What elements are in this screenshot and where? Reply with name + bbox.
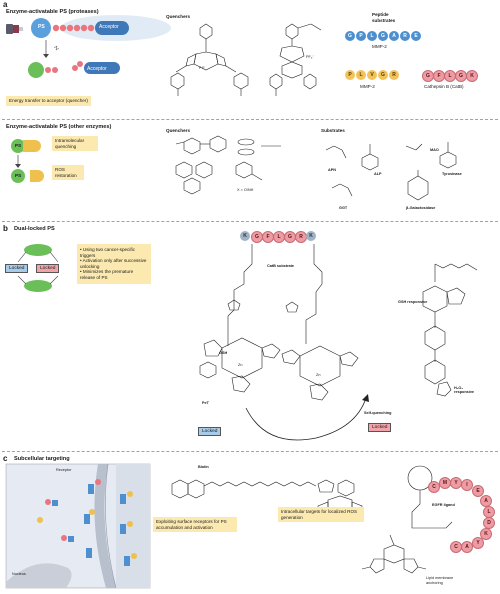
biotin-label: Biotin [198, 465, 209, 469]
peptide-bead: G [378, 70, 388, 80]
peptide-bead: V [367, 70, 377, 80]
protease-quencher-structures [170, 23, 322, 96]
panel-b-letter: b [3, 224, 8, 233]
other-enzyme-schematic [11, 139, 44, 183]
peptide-bead: Y [472, 537, 484, 549]
panel-c-letter: c [3, 454, 8, 463]
divider [2, 451, 498, 452]
intracellular-note: Intracellular targets for localized ROS … [278, 507, 364, 523]
panel-c-title: Subcellular targeting [14, 456, 70, 462]
egfr-ligand-label: EGFR ligand [432, 503, 455, 507]
peptide-bead: R [389, 70, 399, 80]
peptide-bead: L [483, 506, 495, 518]
dual-lock-locked-blue: Locked [5, 264, 29, 273]
protease-acceptor-label-2: Acceptor [87, 66, 107, 72]
substrate-alp: ALP [374, 172, 382, 176]
panel-b-gsh-label: GSH [219, 351, 228, 355]
cell-illustration [5, 463, 151, 589]
mmp2-label-1: MMP-2 [372, 44, 387, 49]
unlock-arrow [245, 394, 369, 441]
peptide-bead: C [450, 541, 462, 553]
pet-label: PeT [202, 401, 209, 405]
peptide-bead: K [240, 231, 250, 241]
peptide-bead: G [378, 31, 388, 41]
bullet-item: • Activation only after successive unloc… [80, 258, 147, 269]
peptide-bead: L [356, 70, 366, 80]
substrate-ggt: GGT [339, 206, 348, 210]
surface-receptor-note: Exploiting surface receptors for PS accu… [153, 517, 237, 533]
zn-label-left: Zn [238, 363, 243, 367]
mmp2-label-2: MMP-2 [360, 84, 375, 89]
protease-schematic [6, 15, 171, 78]
peptide-bead: A [461, 541, 473, 553]
protease-acceptor-label: Acceptor [99, 24, 119, 30]
peptide-bead: P [345, 70, 355, 80]
nucleus-label: Nucleus [12, 572, 26, 576]
substrate-apn: APN [328, 168, 337, 172]
lipid-anchoring-label: Lipid membrane anchoring [426, 576, 454, 585]
peptide-bead: E [411, 31, 421, 41]
peptide-bead: P [356, 31, 366, 41]
locked-tag-blue: Locked [198, 427, 222, 436]
other-ps-label: PS [15, 143, 22, 148]
substrates-title: Substrates [321, 128, 345, 133]
panel-a-protease-title: Enzyme-activatable PS (proteases) [6, 9, 99, 15]
other-quenchers-title: Quenchers [166, 128, 190, 133]
protease-quenchers-title: Quenchers [166, 14, 190, 19]
substrate-mao: MAO [430, 148, 439, 152]
peptide-bead: R [400, 31, 410, 41]
panel-b-title: Dual-locked PS [14, 226, 55, 232]
egfr-sequence: C M Y I E A L D K Y A C [428, 477, 498, 557]
peptide-bead: I [461, 479, 473, 491]
peptide-bead: E [472, 485, 484, 497]
bullet-item: • Minimizes the premature release of PS [80, 269, 134, 280]
dual-lock-bullets: • Using two cancer-specific triggers • A… [77, 244, 151, 284]
protease-ps-label: PS [38, 24, 45, 30]
panel-a-other-title: Enzyme-activatable PS (other enzymes) [6, 124, 112, 130]
substrate-galactosidase: β-Galactosidase [406, 206, 436, 210]
dual-locked-structure [199, 244, 359, 401]
gsh-h2o2-structure [422, 263, 478, 397]
dual-lock-schematic [17, 244, 59, 292]
divider [2, 119, 498, 120]
peptide-substrates-title: Peptide substrates [372, 12, 396, 23]
receptor-label: Receptor [56, 468, 72, 472]
h2o2-responsive-label: H₂O₂ responsive [454, 386, 475, 394]
other-ps-label-2: PS [15, 173, 22, 178]
quencher-fluorines: F F [199, 66, 205, 70]
intramolecular-quenching-note: Intramolecular quenching [52, 136, 98, 152]
panel-a-letter: a [3, 0, 8, 9]
peptide-bead: F [262, 231, 274, 243]
panel-b-catb-label: CatB substrate [267, 264, 295, 268]
mmp2-sequence-1: G P L G A R E [345, 31, 445, 43]
egfr-ring [407, 465, 453, 529]
zn-label-right: Zn [316, 373, 321, 377]
other-quencher-structures [175, 135, 281, 195]
peptide-bead: K [466, 70, 478, 82]
biotin-structure [171, 479, 363, 521]
lipid-bodipy-structure [361, 534, 427, 574]
peptide-bead: K [480, 528, 492, 540]
peptide-bead: A [389, 31, 399, 41]
peptide-bead: K [306, 231, 316, 241]
panel-b-catb-sequence: K G F L G R K [240, 231, 350, 243]
substrate-structures [325, 142, 457, 201]
peptide-bead: C [428, 481, 440, 493]
energy-transfer-note: Energy transfer to acceptor (quencher) [6, 96, 91, 106]
substrate-tyrosinase: Tyrosinase [442, 172, 462, 176]
quencher-x-note: X = O/NH [237, 188, 254, 192]
peptide-bead: G [345, 31, 355, 41]
ros-restoration-note: ROS restoration [52, 165, 84, 181]
gsh-responsive-label: GSH responsive [398, 300, 428, 304]
quencher-counterion: PF₆⁻ [306, 55, 315, 59]
divider [2, 221, 498, 222]
peptide-bead: L [367, 31, 377, 41]
mmp2-sequence-2: P L V G R [345, 70, 405, 82]
catb-label: Cathepsin B (CatB) [424, 84, 464, 89]
dual-lock-locked-pink: Locked [36, 264, 60, 273]
self-quenching-label: Self-quenching [364, 411, 392, 415]
bullet-item: • Using two cancer-specific triggers [80, 247, 135, 258]
locked-tag-pink: Locked [368, 423, 392, 432]
catb-sequence: G F L G K [422, 70, 482, 82]
